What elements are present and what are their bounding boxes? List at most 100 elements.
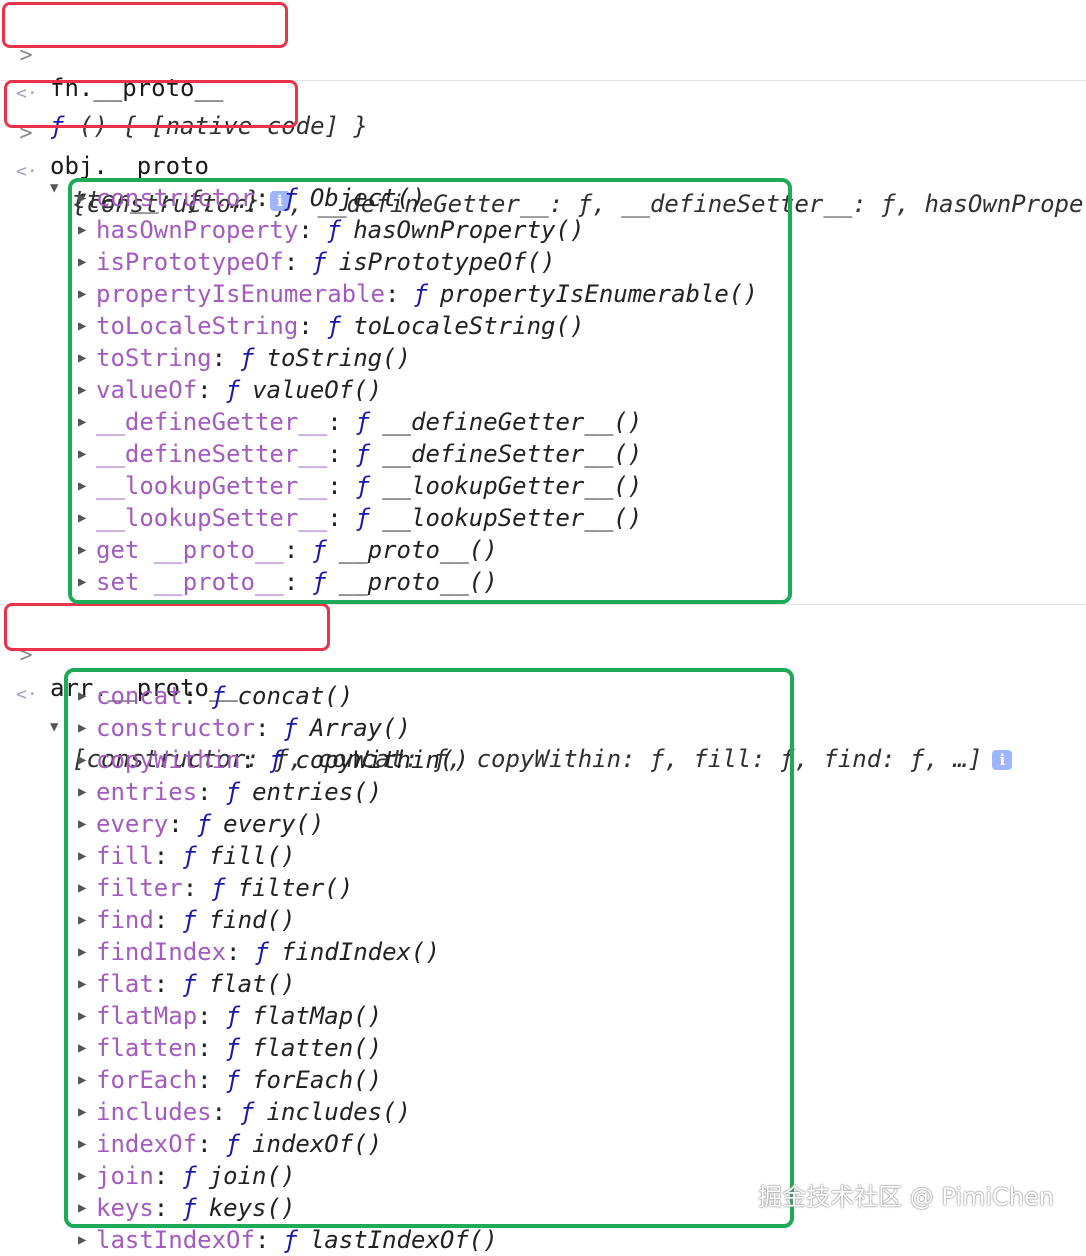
triangle-right-icon[interactable]: ▶	[78, 478, 87, 494]
function-name: indexOf()	[252, 1130, 383, 1158]
function-name: isPrototypeOf()	[338, 248, 556, 276]
triangle-right-icon[interactable]: ▶	[78, 1104, 87, 1120]
divider	[0, 604, 1086, 605]
property-key: entries	[96, 778, 198, 806]
property-key: findIndex	[96, 938, 227, 966]
triangle-right-icon[interactable]: ▶	[78, 976, 87, 992]
function-symbol: ƒ	[413, 280, 428, 308]
property-key: lastIndexOf	[96, 1226, 255, 1254]
function-symbol: ƒ	[355, 472, 371, 500]
property-key: keys	[96, 1194, 154, 1222]
triangle-right-icon[interactable]: ▶	[78, 446, 87, 462]
property-key: constructor	[96, 184, 255, 212]
function-symbol: ƒ	[355, 408, 371, 436]
function-name: find()	[208, 906, 296, 934]
function-symbol: ƒ	[225, 1066, 241, 1094]
function-symbol: ƒ	[211, 874, 226, 902]
info-icon[interactable]: i	[269, 191, 290, 211]
property-colon: :	[182, 874, 198, 902]
triangle-right-icon[interactable]: ▶	[78, 510, 87, 526]
triangle-right-icon[interactable]: ▶	[78, 190, 87, 206]
watermark: 掘金技术社区 @ PimiChen	[758, 1183, 1054, 1211]
triangle-right-icon[interactable]: ▶	[78, 414, 87, 430]
highlight-box-red	[4, 80, 298, 128]
expand-toggle-row[interactable]: ▼	[0, 140, 1086, 204]
console-command: obj.__proto__	[50, 152, 238, 180]
triangle-down-icon[interactable]: ▼	[50, 719, 59, 735]
triangle-right-icon[interactable]: ▶	[78, 1072, 87, 1088]
property-key: isPrototypeOf	[96, 248, 284, 276]
property-colon: :	[153, 970, 169, 998]
console-input-row[interactable]: > fn.__proto__	[0, 8, 1086, 104]
triangle-right-icon[interactable]: ▶	[78, 382, 87, 398]
triangle-right-icon[interactable]: ▶	[78, 222, 87, 238]
triangle-right-icon[interactable]: ▶	[78, 350, 87, 366]
function-symbol: ƒ	[283, 184, 298, 212]
console-input-row[interactable]: > obj.__proto__	[0, 86, 1086, 182]
triangle-right-icon[interactable]: ▶	[78, 1040, 87, 1056]
function-name: __defineSetter__()	[382, 440, 643, 468]
triangle-right-icon[interactable]: ▶	[78, 574, 87, 590]
property-colon: :	[254, 714, 270, 742]
triangle-right-icon[interactable]: ▶	[78, 784, 87, 800]
console-input-row[interactable]: > arr.__proto__	[0, 608, 1086, 704]
property-colon: :	[283, 536, 299, 564]
function-symbol: ƒ	[355, 440, 371, 468]
property-colon: :	[168, 810, 183, 838]
array-summary-row[interactable]: <· ▼ [constructor: ƒ, concat: ƒ, copyWit…	[0, 647, 1086, 775]
triangle-right-icon[interactable]: ▶	[78, 752, 87, 768]
property-colon: :	[153, 842, 169, 870]
triangle-right-icon[interactable]: ▶	[78, 688, 87, 704]
function-symbol: ƒ	[225, 1002, 241, 1030]
property-key: indexOf	[96, 1130, 198, 1158]
console-command: arr.__proto__	[50, 674, 238, 702]
triangle-right-icon[interactable]: ▶	[78, 1136, 87, 1152]
triangle-right-icon[interactable]: ▶	[78, 912, 87, 928]
object-summary-continued: tter__: ƒ, …}i	[72, 184, 290, 216]
triangle-right-icon[interactable]: ▶	[78, 1232, 87, 1248]
property-colon: :	[240, 746, 255, 774]
function-name: copyWithin()	[295, 746, 469, 774]
function-name: entries()	[252, 778, 383, 806]
console-command: fn.__proto__	[50, 74, 224, 102]
triangle-right-icon[interactable]: ▶	[78, 286, 87, 302]
function-symbol: ƒ	[283, 714, 298, 742]
triangle-down-icon[interactable]: ▼	[50, 180, 59, 196]
property-key: fill	[96, 842, 154, 870]
property-colon: :	[197, 1034, 212, 1062]
triangle-right-icon[interactable]: ▶	[78, 254, 87, 270]
triangle-right-icon[interactable]: ▶	[78, 944, 87, 960]
triangle-right-icon[interactable]: ▶	[78, 720, 87, 736]
function-symbol: ƒ	[326, 216, 342, 244]
triangle-right-icon[interactable]: ▶	[78, 542, 87, 558]
result-arrow-icon: <·	[16, 83, 38, 104]
property-key: filter	[96, 874, 183, 902]
triangle-right-icon[interactable]: ▶	[78, 1168, 87, 1184]
function-symbol: ƒ	[225, 1130, 241, 1158]
triangle-right-icon[interactable]: ▶	[78, 816, 87, 832]
object-summary-row[interactable]: <· {constructor: ƒ, __defineGetter__: ƒ,…	[0, 124, 1086, 220]
property-colon: :	[211, 344, 227, 372]
function-name: __proto__()	[338, 568, 498, 596]
property-key: concat	[96, 682, 183, 710]
function-name: __lookupSetter__()	[382, 504, 643, 532]
triangle-right-icon[interactable]: ▶	[78, 1200, 87, 1216]
triangle-right-icon[interactable]: ▶	[78, 848, 87, 864]
triangle-right-icon[interactable]: ▶	[78, 318, 87, 334]
triangle-right-icon[interactable]: ▶	[78, 1008, 87, 1024]
function-name: valueOf()	[252, 376, 383, 404]
triangle-right-icon[interactable]: ▶	[78, 880, 87, 896]
info-icon[interactable]: i	[992, 750, 1013, 770]
